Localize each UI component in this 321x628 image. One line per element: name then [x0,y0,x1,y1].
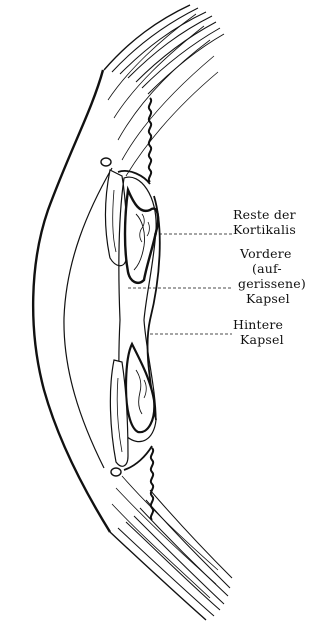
label-vordere: Vordere [240,247,292,260]
lower-small-vessel [111,468,121,476]
label-kortikalis: Kortikalis [233,223,296,236]
label-gerissene: gerissene) [238,277,306,290]
cornea-inner-outline [64,168,112,468]
sclera-lower-hatching [110,476,232,620]
cornea-outer-outline [33,70,110,532]
upper-small-vessel [101,158,111,166]
label-kapsel-vordere: Kapsel [246,292,290,305]
ciliary-body-upper-wavy-edge [149,98,151,182]
label-auf: (auf- [252,262,282,275]
label-reste-der: Reste der [233,208,296,221]
cortex-remnants-lower [126,344,154,432]
label-hintere: Hintere [233,318,283,331]
label-kapsel-hintere: Kapsel [240,333,284,346]
sclera-upper-hatching [104,5,224,176]
